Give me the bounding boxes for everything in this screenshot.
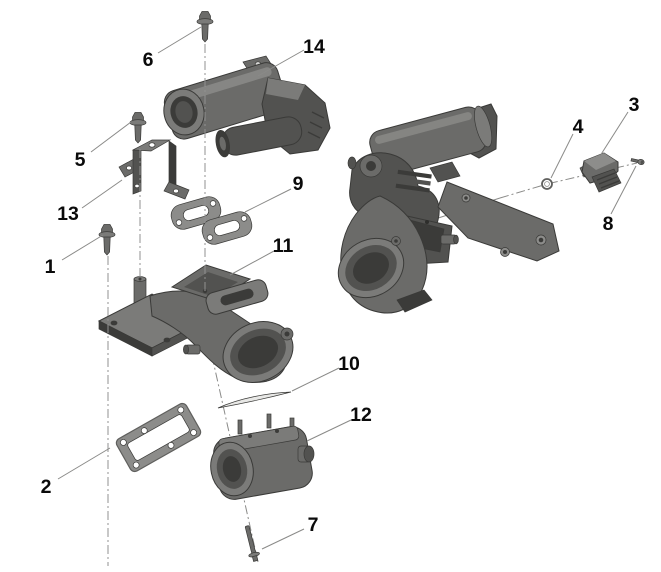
part-14-throttle-valve-assembly	[163, 55, 331, 158]
part-3-sensor	[579, 152, 622, 193]
leader-line-9	[244, 188, 292, 213]
part-6-flange-bolt	[196, 11, 214, 43]
valve-motor	[215, 116, 303, 158]
callout-7: 7	[308, 514, 319, 536]
part-8-screw	[630, 158, 645, 165]
callout-12: 12	[350, 404, 372, 426]
callout-5: 5	[75, 149, 86, 171]
assembled-fin-block	[394, 169, 432, 200]
callout-2: 2	[41, 476, 52, 498]
leader-line-3	[599, 111, 629, 157]
assembled-manifold-flange	[437, 181, 560, 262]
callout-4: 4	[573, 116, 584, 138]
assembled-outlet	[337, 237, 405, 299]
part-5-flange-bolt	[129, 112, 147, 144]
callout-labels: 1 2 3 4 5 6 7 8 9 10 11 12 13 14	[41, 36, 640, 536]
leader-line-10	[291, 367, 340, 392]
callout-13: 13	[57, 203, 79, 225]
leader-line-8	[610, 165, 637, 215]
leader-lines	[57, 26, 637, 550]
part-1-flange-bolt	[98, 224, 116, 256]
leader-line-12	[306, 419, 352, 442]
axis-lines-over	[107, 44, 206, 566]
part-2-rectangular-gasket	[115, 402, 202, 473]
callout-6: 6	[143, 49, 154, 71]
valve-inlet-face	[163, 88, 205, 136]
callout-11: 11	[273, 235, 294, 257]
leader-line-4	[550, 133, 574, 179]
elbow-port-flange	[205, 279, 269, 315]
leader-line-14	[257, 49, 305, 77]
sensor-top	[584, 153, 616, 170]
callout-1: 1	[45, 256, 56, 278]
leader-line-2	[57, 447, 111, 480]
throttle-body-face	[210, 441, 254, 497]
part-4-o-ring	[541, 178, 553, 190]
part-10-edge-seal	[217, 391, 292, 409]
leader-line-11	[229, 250, 275, 276]
part-11-intake-elbow	[97, 264, 294, 383]
elbow-outlet	[222, 321, 294, 383]
leader-line-5	[90, 121, 132, 153]
leader-line-6	[157, 26, 202, 54]
callout-10: 10	[338, 353, 360, 375]
leader-line-7	[261, 528, 305, 550]
callout-9: 9	[293, 173, 304, 195]
part-7-long-bolt	[244, 525, 260, 562]
part-12-throttle-body	[210, 413, 315, 500]
callout-8: 8	[603, 213, 614, 235]
callout-14: 14	[303, 36, 325, 58]
leader-line-1	[61, 234, 104, 261]
assembled-clamp-tab	[396, 289, 433, 313]
assembled-top-lug	[429, 161, 461, 183]
assembled-unit	[337, 103, 560, 314]
part-13-mounting-bracket	[118, 139, 190, 200]
port-gasket-b	[201, 211, 253, 245]
bracket-right-wall	[168, 140, 177, 187]
part-9-port-gaskets	[170, 196, 253, 245]
callout-3: 3	[629, 94, 640, 116]
leader-line-13	[81, 179, 123, 209]
